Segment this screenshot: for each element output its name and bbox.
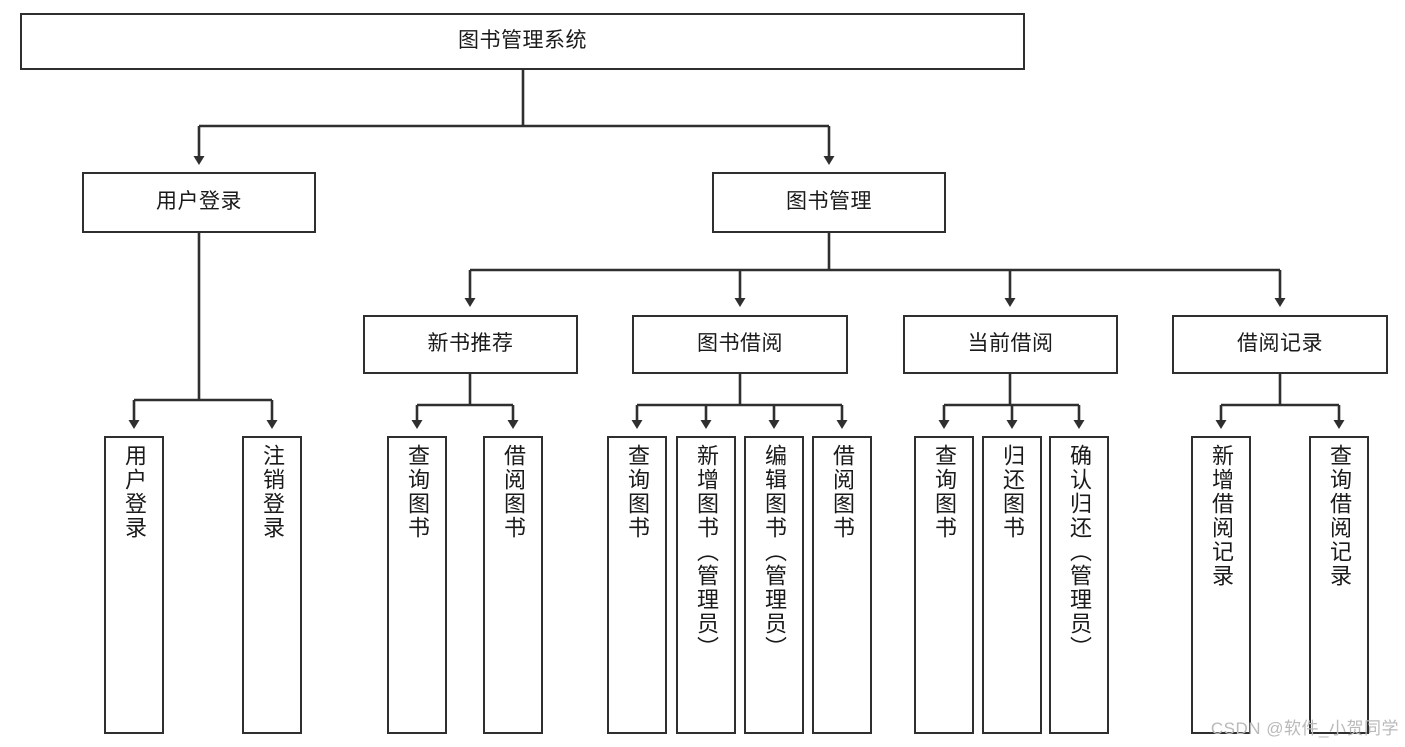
leaf-node-label: 查询借阅记录: [1327, 444, 1352, 588]
node-book-management[interactable]: 图书管理: [712, 172, 946, 233]
leaf-node[interactable]: 归还图书: [982, 436, 1042, 734]
node-root[interactable]: 图书管理系统: [20, 13, 1025, 70]
node-user-login-label: 用户登录: [156, 190, 242, 214]
leaf-node-label: 新增图书（管理员）: [694, 444, 719, 660]
leaf-node-label: 查询图书: [405, 444, 430, 540]
node-borrow-record-label: 借阅记录: [1237, 332, 1323, 356]
leaf-node[interactable]: 用户登录: [104, 436, 164, 734]
leaf-node[interactable]: 新增图书（管理员）: [676, 436, 736, 734]
leaf-node-label: 新增借阅记录: [1209, 444, 1234, 588]
leaf-node-label: 编辑图书（管理员）: [762, 444, 787, 660]
leaf-node[interactable]: 借阅图书: [812, 436, 872, 734]
leaf-node[interactable]: 确认归还（管理员）: [1049, 436, 1109, 734]
leaf-node-label: 用户登录: [122, 444, 147, 540]
node-root-label: 图书管理系统: [458, 29, 587, 53]
csdn-watermark: CSDN @软件_小贺同学: [1210, 719, 1399, 738]
node-current-borrow-label: 当前借阅: [967, 332, 1054, 356]
leaf-node[interactable]: 查询图书: [387, 436, 447, 734]
leaf-node[interactable]: 借阅图书: [483, 436, 543, 734]
leaf-node[interactable]: 注销登录: [242, 436, 302, 734]
leaf-node[interactable]: 查询借阅记录: [1309, 436, 1369, 734]
node-book-management-label: 图书管理: [786, 190, 872, 214]
leaf-node-label: 借阅图书: [501, 444, 526, 540]
node-current-borrow[interactable]: 当前借阅: [903, 315, 1118, 374]
leaf-node[interactable]: 查询图书: [914, 436, 974, 734]
leaf-node-label: 查询图书: [932, 444, 957, 540]
leaf-node[interactable]: 编辑图书（管理员）: [744, 436, 804, 734]
node-user-login[interactable]: 用户登录: [82, 172, 316, 233]
node-new-book-recommend-label: 新书推荐: [427, 332, 514, 356]
leaf-node[interactable]: 新增借阅记录: [1191, 436, 1251, 734]
leaf-node-label: 查询图书: [625, 444, 650, 540]
leaf-node[interactable]: 查询图书: [607, 436, 667, 734]
node-book-borrow[interactable]: 图书借阅: [632, 315, 848, 374]
node-new-book-recommend[interactable]: 新书推荐: [363, 315, 578, 374]
node-book-borrow-label: 图书借阅: [697, 332, 783, 356]
node-borrow-record[interactable]: 借阅记录: [1172, 315, 1388, 374]
leaf-node-label: 归还图书: [1000, 444, 1025, 540]
leaf-node-label: 确认归还（管理员）: [1067, 444, 1092, 660]
leaf-node-label: 借阅图书: [830, 444, 855, 540]
leaf-node-label: 注销登录: [260, 444, 285, 540]
